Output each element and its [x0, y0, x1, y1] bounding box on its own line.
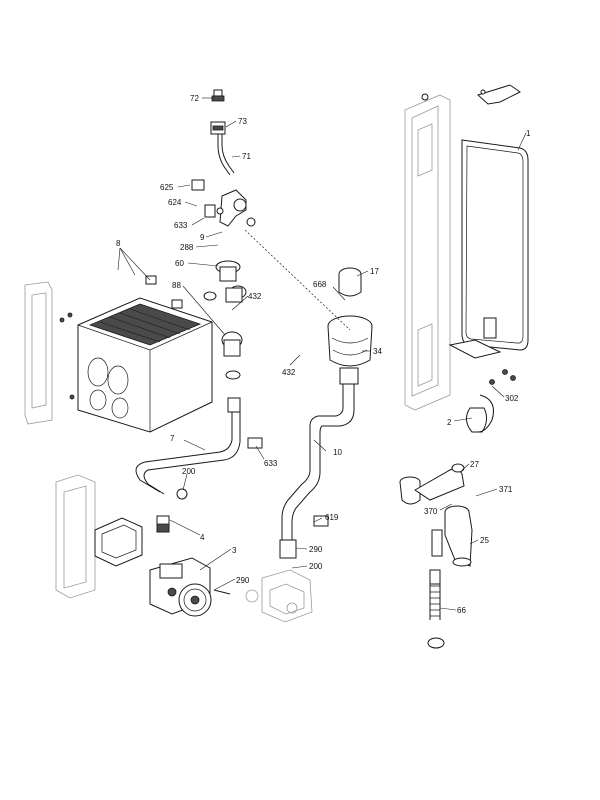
callout-25: 25: [480, 536, 489, 545]
callout-290-right: 290: [309, 545, 323, 554]
callout-27: 27: [470, 460, 479, 469]
vessel-bottom-bracket: [448, 339, 516, 385]
callout-10: 10: [333, 448, 342, 457]
callout-302: 302: [505, 394, 519, 403]
manifold-elbow: [219, 189, 256, 227]
callout-432-lower: 432: [282, 368, 296, 377]
siphon-trap-top: [399, 463, 465, 505]
callout-71: 71: [242, 152, 251, 161]
heat-exchanger: [77, 275, 213, 433]
callout-72: 72: [190, 94, 199, 103]
fan-assembly: [327, 267, 373, 385]
return-pipe: [135, 397, 263, 500]
callout-17: 17: [370, 267, 379, 276]
callout-633-top: 633: [174, 221, 188, 230]
callout-288: 288: [180, 243, 194, 252]
callout-9: 9: [200, 233, 205, 242]
callout-60: 60: [175, 259, 184, 268]
callout-34: 34: [373, 347, 382, 356]
callout-371: 371: [499, 485, 513, 494]
callout-370: 370: [424, 507, 438, 516]
callout-432-upper: 432: [248, 292, 262, 301]
air-vent-assembly: [210, 89, 235, 176]
callout-88: 88: [172, 281, 181, 290]
flue-pipe: [279, 384, 355, 559]
callout-3: 3: [232, 546, 237, 555]
auto-air-vent: [156, 515, 170, 533]
pump-bracket: [94, 517, 143, 567]
leader-lines: [117, 97, 527, 611]
pump: [149, 557, 231, 617]
callout-1: 1: [526, 129, 531, 138]
flexible-hose: [466, 394, 494, 433]
callout-619: 619: [325, 513, 339, 522]
callout-labels: 72 73 71 625 624 633 9 288 60 8 88 432 6…: [116, 94, 531, 615]
pressure-switch: [191, 179, 224, 218]
callout-7: 7: [170, 434, 175, 443]
flow-connector: [203, 260, 247, 380]
gas-valve: [245, 569, 313, 623]
callout-73: 73: [238, 117, 247, 126]
siphon-body: [431, 505, 473, 567]
callout-200-right: 200: [309, 562, 323, 571]
callout-2: 2: [447, 418, 452, 427]
left-side-panel: [24, 281, 75, 425]
callout-625: 625: [160, 183, 174, 192]
back-panel-right: [404, 94, 451, 411]
callout-290-left: 290: [236, 576, 250, 585]
callout-633-lower: 633: [264, 459, 278, 468]
vessel-top-bracket: [421, 84, 521, 105]
callout-4: 4: [200, 533, 205, 542]
callout-8: 8: [116, 239, 121, 248]
expansion-vessel: [461, 139, 529, 351]
callout-66: 66: [457, 606, 466, 615]
callout-624: 624: [168, 198, 182, 207]
drain-hose: [427, 569, 445, 649]
back-panel-left: [55, 474, 96, 599]
dashed-assembly-line: [244, 229, 351, 331]
callout-668: 668: [313, 280, 327, 289]
callout-200-left: 200: [182, 467, 196, 476]
